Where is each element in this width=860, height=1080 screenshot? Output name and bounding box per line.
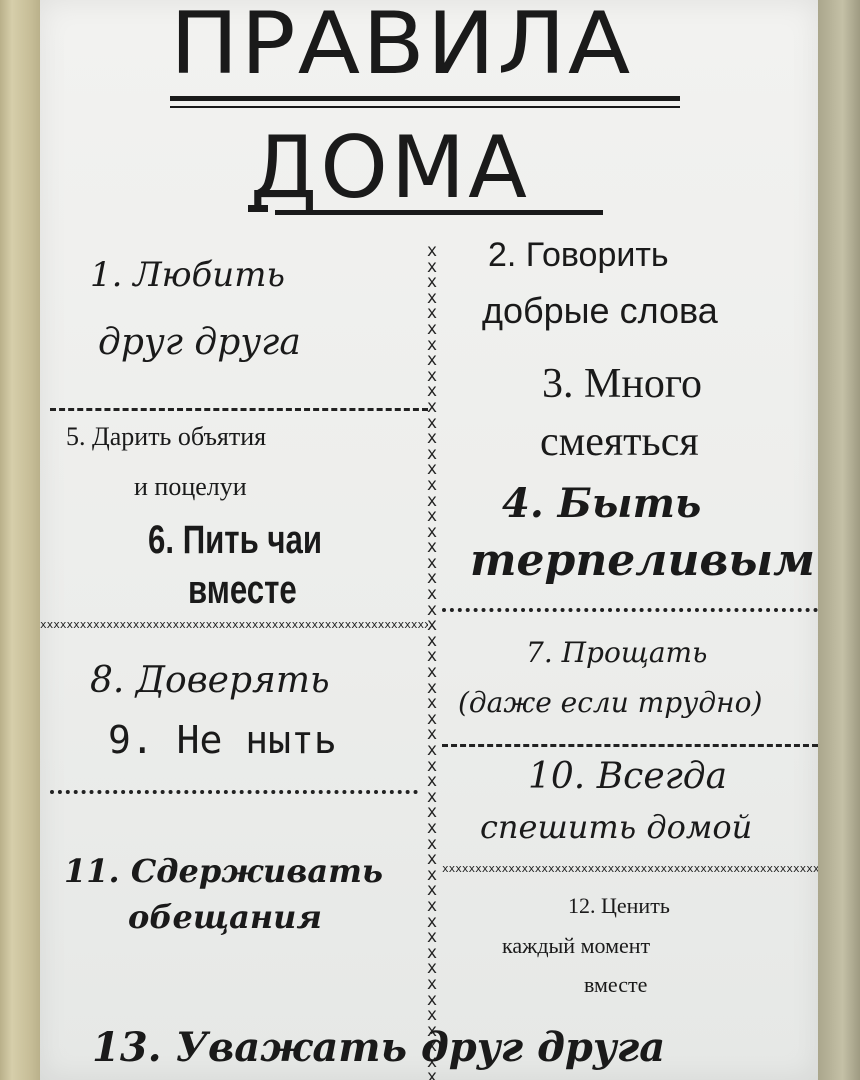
divider-x-right-1: xxxxxxxxxxxxxxxxxxxxxxxxxxxxxxxxxxxxxxxx…: [442, 862, 818, 875]
title-dash: [248, 205, 268, 212]
rule-12-line-2: каждый момент: [502, 933, 651, 958]
divider-dotted-right-1: [442, 608, 818, 612]
rule-8: 8. Доверять: [90, 660, 330, 701]
house-rules-poster: ПРАВИЛА ДОМА xxxxxxxxxxxxxxxxxxxxxxxxxxx…: [40, 0, 818, 1080]
rule-5-line-2: и поцелуи: [134, 472, 247, 501]
title-underline-1: [170, 96, 680, 101]
rule-10-line-2: спешить домой: [480, 808, 753, 846]
rule-11-line-2: обещания: [128, 898, 322, 936]
rule-1-line-1: 1. Любить: [90, 255, 285, 295]
rule-2-line-2: добрые слова: [482, 290, 718, 331]
title-underline-1b: [170, 106, 680, 108]
rule-6-line-2: вместе: [188, 568, 297, 612]
rule-9: 9. Не ныть: [108, 718, 337, 762]
rule-7-line-2: (даже если трудно): [458, 686, 763, 719]
rule-12-line-3: вместе: [584, 972, 648, 997]
divider-x-left-1: xxxxxxxxxxxxxxxxxxxxxxxxxxxxxxxxxxxxxxxx…: [40, 618, 428, 631]
vertical-x-divider: xxxxxxxxxxxxxxxxxxxxxxxxxxxxxxxxxxxxxxxx…: [426, 244, 438, 1080]
divider-dashed-right-1: [442, 744, 818, 747]
rule-5-line-1: 5. Дарить объятия: [66, 422, 267, 451]
divider-dashed-left-1: [50, 408, 428, 411]
rule-4-line-2: терпеливым: [470, 535, 815, 586]
rule-7-line-1: 7. Прощать: [526, 636, 708, 669]
poster-title-line-2: ДОМА: [250, 118, 530, 218]
rule-2-line-1: 2. Говорить: [488, 236, 669, 274]
rule-3-line-1: 3. Много: [542, 361, 703, 407]
divider-dotted-left-1: [50, 790, 418, 794]
rule-11-line-1: 11. Сдерживать: [64, 852, 384, 890]
rule-13: 13. Уважать друг друга: [92, 1024, 666, 1071]
rule-10-line-1: 10. Всегда: [528, 756, 728, 797]
rule-3-line-2: смеяться: [540, 419, 699, 465]
rule-12-line-1: 12. Ценить: [568, 893, 670, 918]
rule-6-line-1: 6. Пить чаи: [148, 518, 323, 562]
picture-frame-right: [816, 0, 860, 1080]
rule-4-line-1: 4. Быть: [502, 480, 702, 527]
poster-title-line-1: ПРАВИЛА: [170, 0, 633, 94]
title-underline-2: [275, 210, 603, 215]
rule-1-line-2: друг друга: [98, 322, 301, 363]
